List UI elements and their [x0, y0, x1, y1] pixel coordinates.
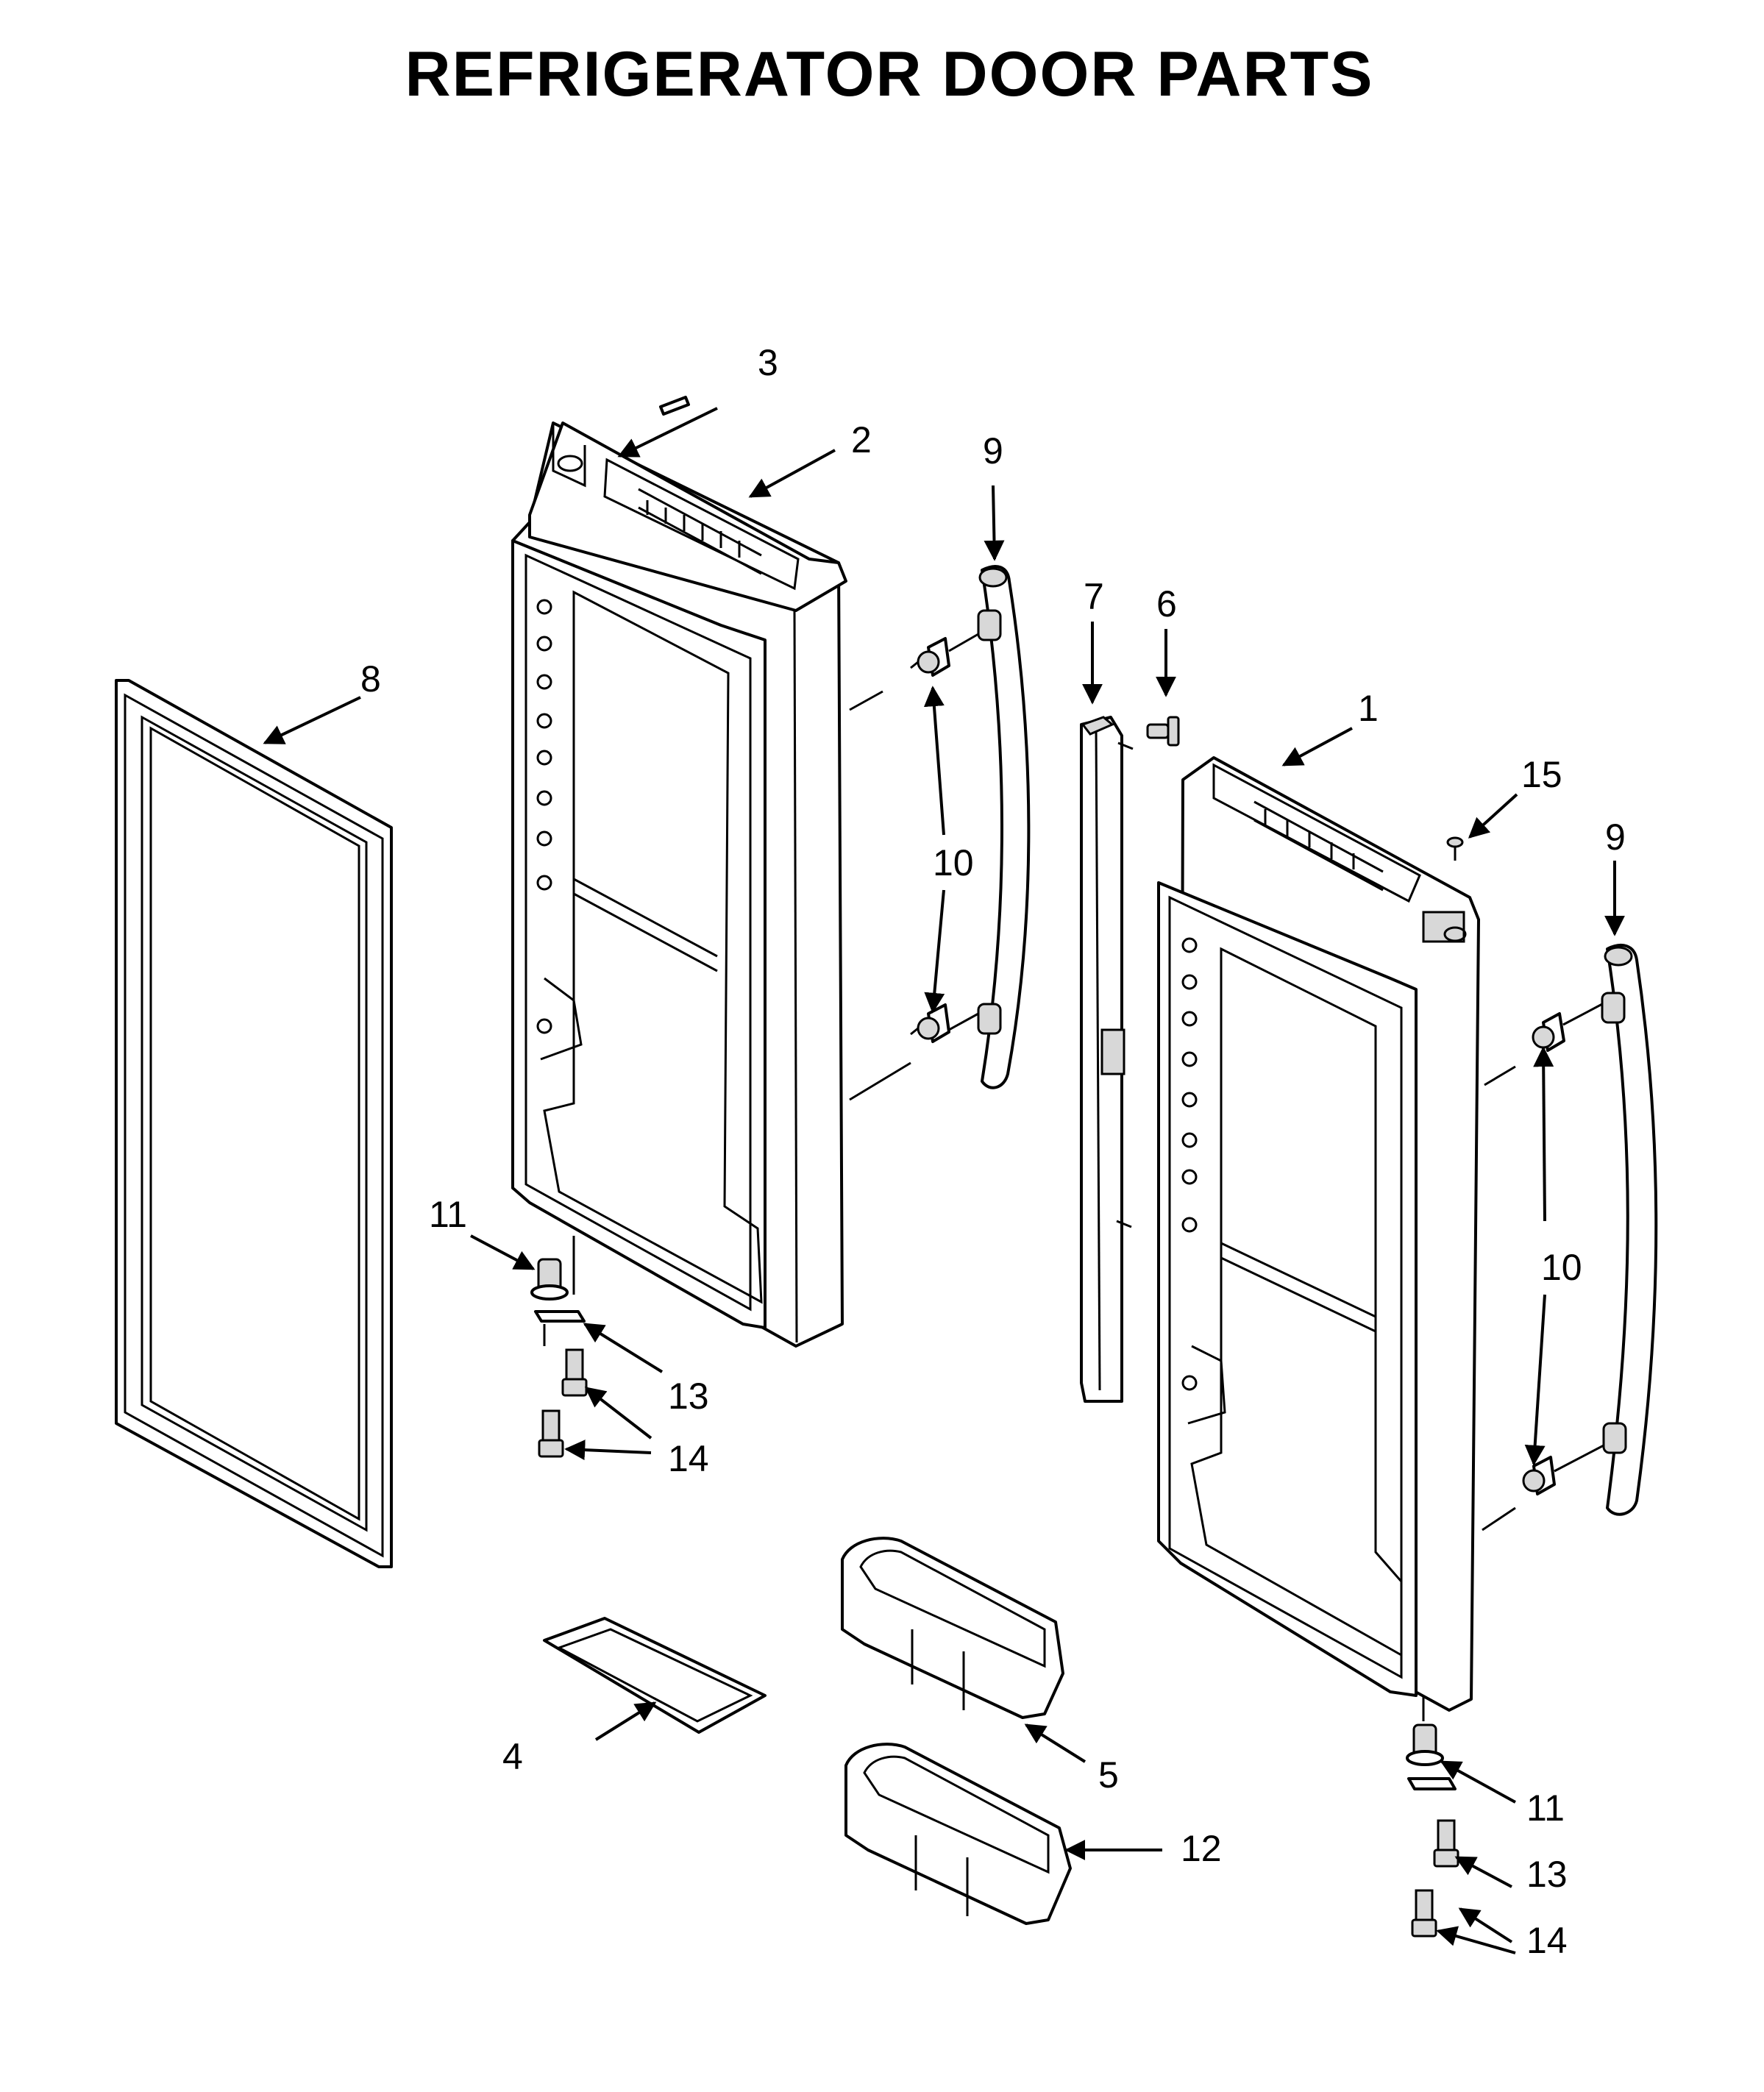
callout-10-left: 10 [933, 842, 974, 883]
door-bin-upper [841, 1537, 1064, 1719]
right-handle-standoffs [1482, 1003, 1604, 1531]
diagram-title: REFRIGERATOR DOOR PARTS [405, 39, 1374, 110]
door-bin-lower [844, 1743, 1072, 1925]
door-shelf [543, 1617, 767, 1734]
callout-4: 4 [502, 1736, 523, 1777]
callout-5: 5 [1098, 1754, 1119, 1796]
callout-11-right: 11 [1526, 1787, 1565, 1829]
right-door-handle [1601, 944, 1658, 1516]
callout-8: 8 [360, 658, 381, 700]
callout-1: 1 [1358, 688, 1379, 729]
callout-13-left: 13 [668, 1376, 709, 1417]
right-hinge-hardware [1406, 1696, 1459, 1938]
callout-10-right: 10 [1541, 1247, 1582, 1288]
left-hinge-hardware [530, 1236, 588, 1458]
hinge-screw [1446, 836, 1464, 861]
door-label-strip [659, 396, 690, 416]
left-door [511, 421, 847, 1348]
callout-13-right: 13 [1526, 1854, 1568, 1895]
callout-9-right: 9 [1605, 816, 1626, 858]
callout-7: 7 [1084, 576, 1104, 617]
callout-6: 6 [1156, 583, 1177, 625]
right-door [1157, 756, 1480, 1712]
left-door-handle [977, 565, 1031, 1089]
door-mullion [1080, 716, 1134, 1403]
callout-15: 15 [1521, 754, 1562, 795]
callout-3: 3 [758, 342, 778, 383]
callout-14-right: 14 [1526, 1920, 1568, 1961]
callout-2: 2 [851, 419, 872, 460]
callout-11-left: 11 [429, 1194, 467, 1235]
callout-12: 12 [1181, 1828, 1222, 1869]
door-gasket [115, 679, 393, 1568]
callout-labels: 3 2 9 8 7 6 1 15 9 10 10 11 13 14 4 5 12… [360, 342, 1626, 1961]
leader-lines [263, 407, 1625, 1954]
callout-9-left: 9 [983, 430, 1003, 472]
mullion-screw [1146, 716, 1180, 747]
callout-14-left: 14 [668, 1438, 709, 1479]
